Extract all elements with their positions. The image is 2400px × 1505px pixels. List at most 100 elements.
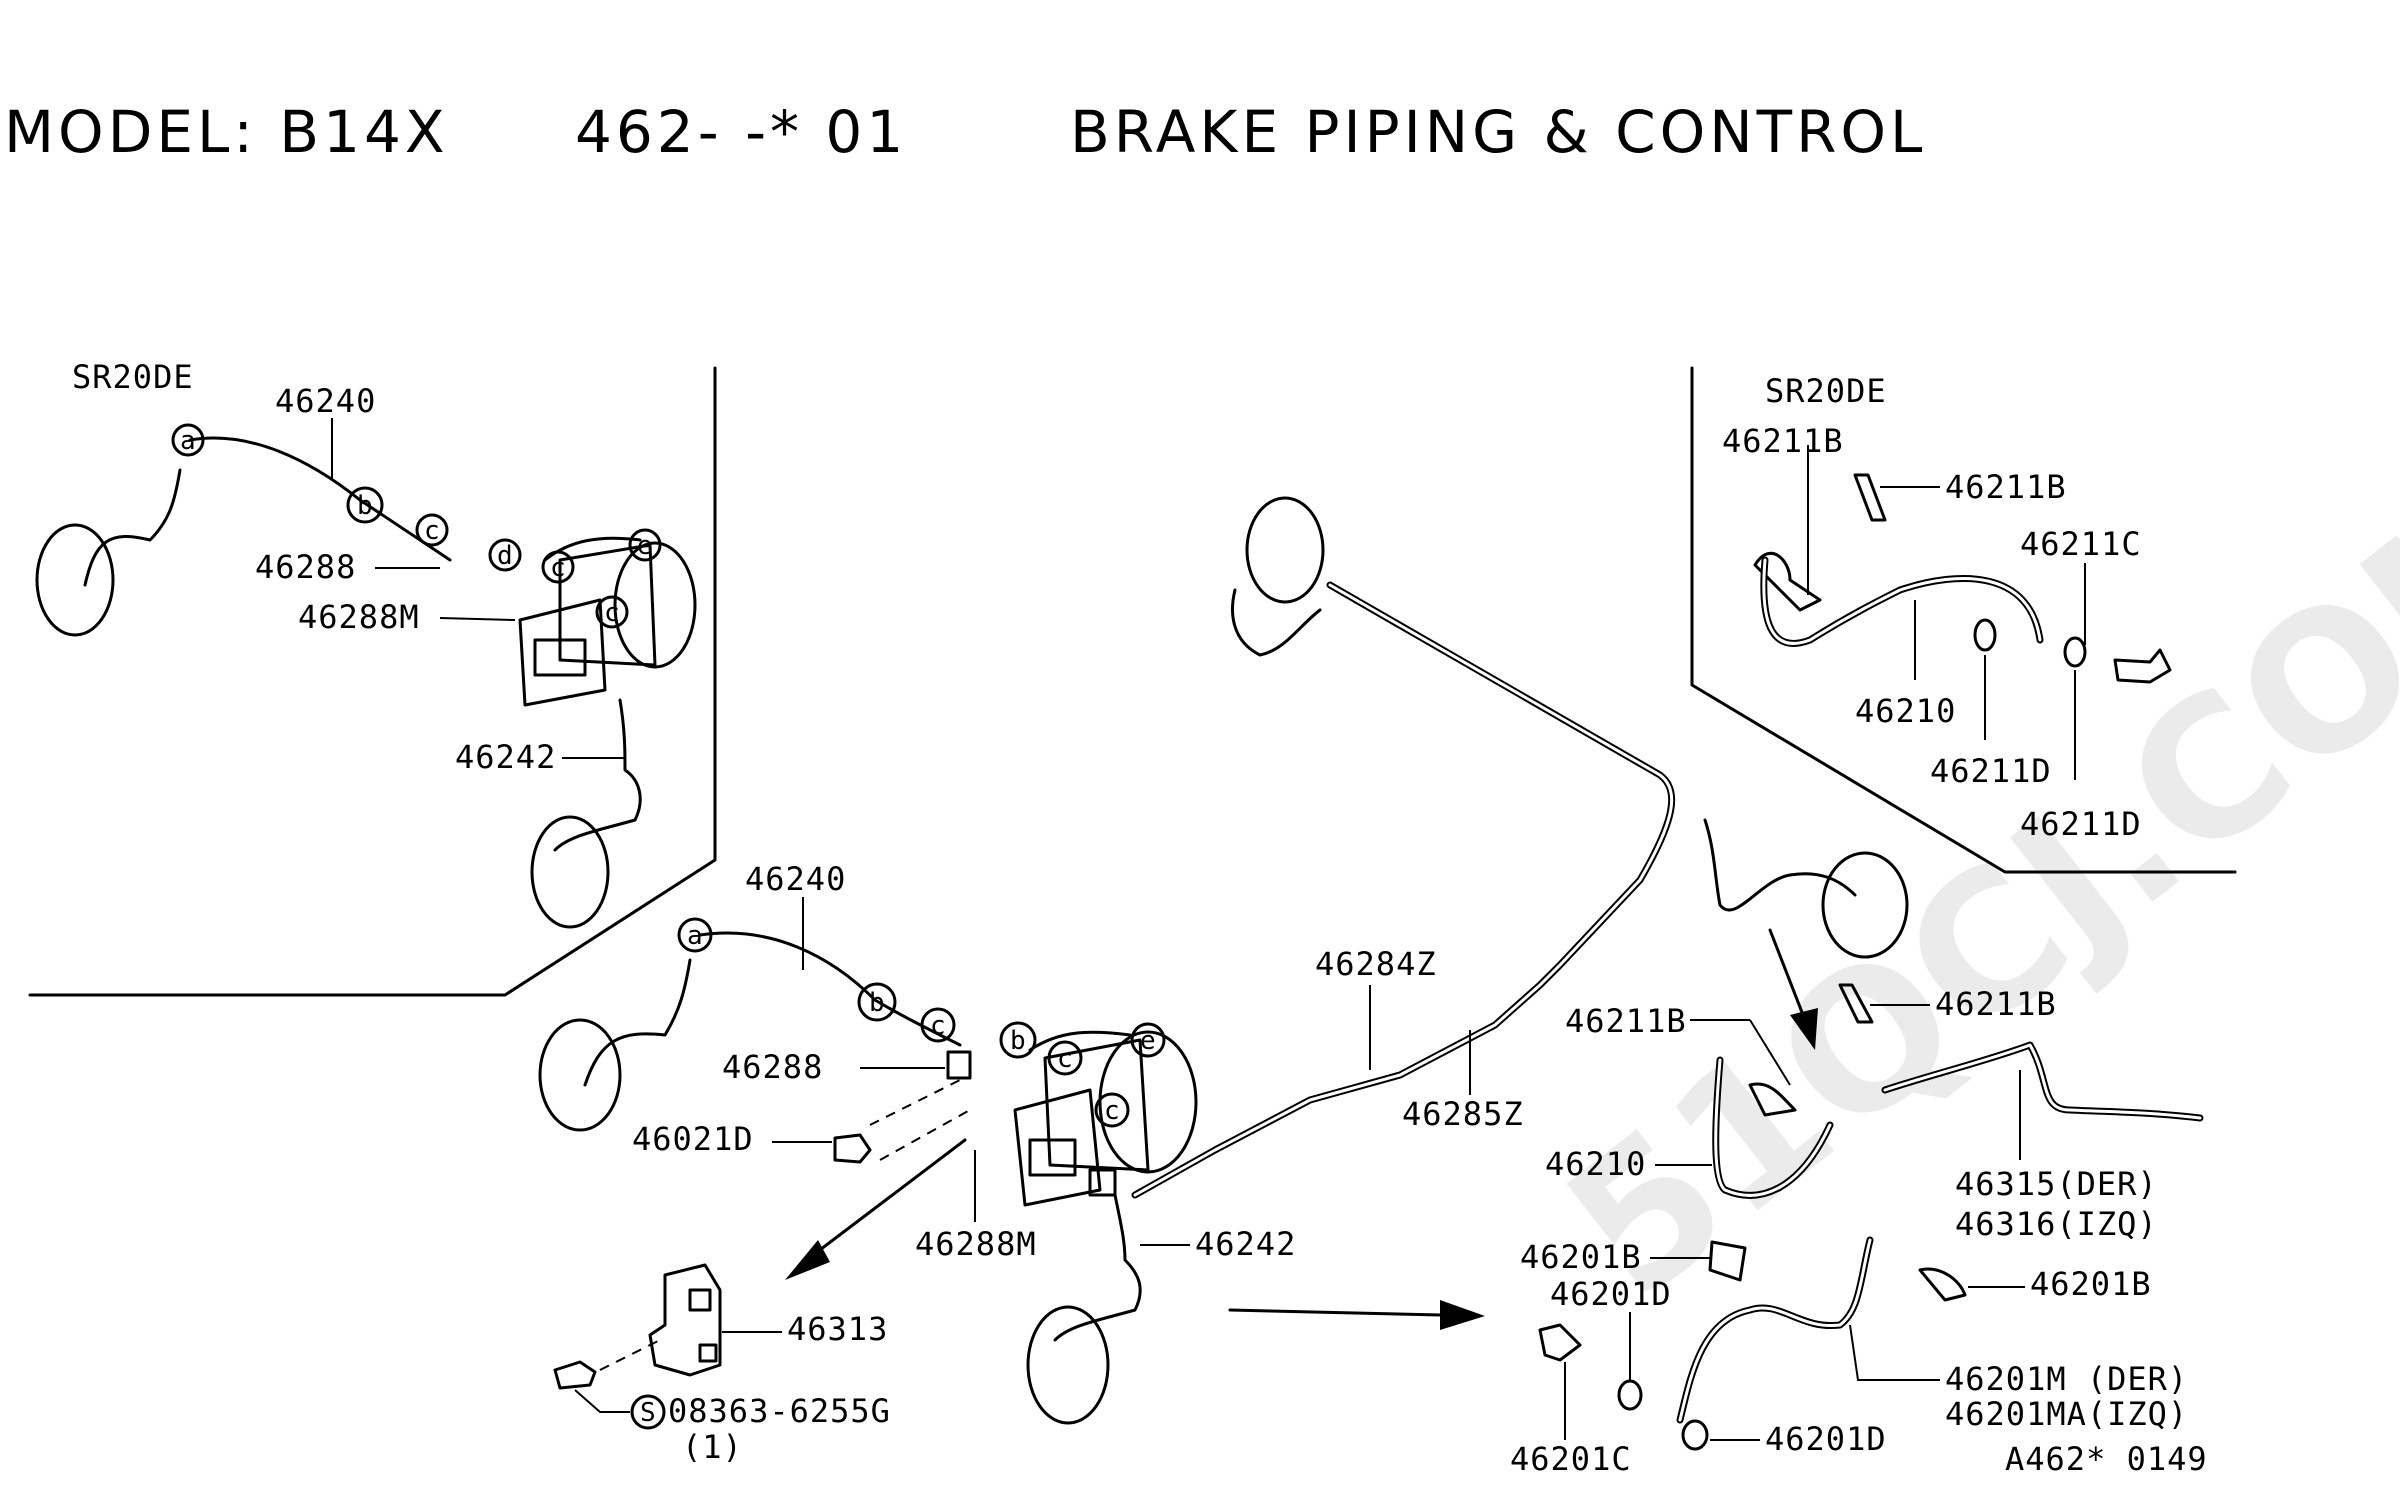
label-46242: 46242 bbox=[1195, 1225, 1296, 1263]
right-inset: SR20DE 46211B 46211B 46210 46211D 46211D… bbox=[1690, 366, 2237, 874]
label-46201D-top: 46201D bbox=[1550, 1275, 1672, 1313]
left-inset-master-cylinder bbox=[518, 536, 697, 707]
label-46284Z: 46284Z bbox=[1315, 945, 1437, 983]
master-cylinder bbox=[1013, 1030, 1198, 1207]
left-inset-front-hose bbox=[553, 818, 637, 852]
svg-text:c: c bbox=[604, 598, 620, 628]
label-46201B-right: 46201B bbox=[2030, 1265, 2152, 1303]
label-46288M: 46288M bbox=[915, 1225, 1037, 1263]
model-label: MODEL: B14X bbox=[4, 98, 449, 166]
arrow-to-46313 bbox=[785, 1138, 967, 1280]
svg-text:c: c bbox=[930, 1011, 946, 1041]
left-inset: SR20DE a b c d c e c 46240 bbox=[28, 358, 717, 997]
left-inset-callout-c3: c bbox=[595, 595, 629, 629]
rear-right-wheel bbox=[1245, 496, 1325, 604]
svg-text:e: e bbox=[1140, 1026, 1156, 1056]
svg-text:c: c bbox=[424, 516, 440, 546]
bolt-08363 bbox=[553, 1360, 597, 1390]
pipe-46242 bbox=[1053, 1193, 1142, 1342]
clip-46201B-right bbox=[1918, 1267, 1967, 1302]
right-inset-label-46211B-a: 46211B bbox=[1722, 422, 1844, 460]
left-inset-engine-label: SR20DE bbox=[72, 358, 194, 396]
label-46288: 46288 bbox=[722, 1048, 823, 1086]
right-inset-label-46211D-a: 46211D bbox=[1930, 752, 2052, 790]
section-code: 462- -* 01 bbox=[575, 98, 908, 166]
front-hoses: 46201B 46201D 46201B 46201M (DER) 46201M… bbox=[1510, 1236, 2188, 1478]
diagram-title: BRAKE PIPING & CONTROL bbox=[1070, 98, 1927, 166]
bolt-symbol-s: S bbox=[630, 1394, 666, 1430]
left-inset-label-46288: 46288 bbox=[255, 548, 356, 586]
label-46201D-bottom: 46201D bbox=[1765, 1420, 1887, 1458]
svg-text:c: c bbox=[1057, 1044, 1073, 1074]
left-inset-label-46240: 46240 bbox=[275, 382, 376, 420]
right-inset-bolt bbox=[2113, 648, 2172, 684]
svg-text:S: S bbox=[640, 1398, 656, 1428]
svg-text:b: b bbox=[869, 988, 885, 1018]
left-inset-label-46288M: 46288M bbox=[298, 598, 420, 636]
main-callout-c2: c bbox=[1047, 1040, 1083, 1076]
main-callout-e: e bbox=[1130, 1022, 1166, 1058]
left-inset-front-wheel bbox=[530, 815, 610, 929]
bolt-46201C bbox=[1538, 1323, 1582, 1362]
label-bolt-qty: (1) bbox=[682, 1428, 743, 1466]
left-inset-callout-c1: c bbox=[415, 513, 449, 547]
bolt-08363-dashes bbox=[599, 1339, 661, 1371]
svg-text:c: c bbox=[1104, 1096, 1120, 1126]
label-46316: 46316(IZQ) bbox=[1955, 1205, 2158, 1243]
label-46201C: 46201C bbox=[1510, 1440, 1632, 1478]
label-46210: 46210 bbox=[1545, 1145, 1646, 1183]
right-inset-engine-label: SR20DE bbox=[1765, 372, 1887, 410]
arrow-to-rear-hoses bbox=[1768, 928, 1818, 1050]
label-46285Z: 46285Z bbox=[1402, 1095, 1524, 1133]
clip-46211B-right bbox=[1838, 983, 1874, 1024]
left-inset-callout-b: b bbox=[346, 486, 384, 524]
right-inset-label-46211C: 46211C bbox=[2020, 525, 2142, 563]
main-callout-c1: c bbox=[920, 1007, 956, 1043]
left-inset-label-46242: 46242 bbox=[455, 738, 556, 776]
front-left-hose bbox=[583, 958, 692, 1087]
left-inset-rear-hose bbox=[83, 468, 182, 587]
svg-text:a: a bbox=[687, 921, 703, 951]
right-inset-border bbox=[1690, 366, 2237, 874]
rear-right-hose-bracket bbox=[1231, 588, 1322, 657]
pipe-46240 bbox=[698, 931, 962, 1047]
washer-46201D-bottom bbox=[1681, 1419, 1709, 1451]
rear-hoses: 46211B 46211B 46210 46315(DER) 46316(IZQ… bbox=[1545, 983, 2204, 1243]
label-46240: 46240 bbox=[745, 860, 846, 898]
svg-text:c: c bbox=[550, 553, 566, 583]
right-inset-washer-1 bbox=[1973, 618, 1997, 652]
arrow-to-front-hoses bbox=[1228, 1300, 1485, 1330]
right-inset-label-46210: 46210 bbox=[1855, 692, 1956, 730]
right-inset-label-46211B-b: 46211B bbox=[1945, 468, 2067, 506]
rear-left-branch-pipe bbox=[1703, 818, 1857, 912]
main-assembly: a b c b c e c bbox=[538, 496, 1909, 1466]
svg-text:b: b bbox=[1010, 1026, 1026, 1056]
front-left-wheel bbox=[538, 1018, 622, 1132]
left-inset-rear-wheel bbox=[35, 523, 115, 637]
main-callout-c3: c bbox=[1094, 1092, 1130, 1128]
right-inset-clip bbox=[1753, 551, 1822, 612]
label-46021D: 46021D bbox=[632, 1120, 754, 1158]
label-46201MA: 46201MA(IZQ) bbox=[1945, 1395, 2188, 1433]
label-bolt-code: 08363-6255G bbox=[668, 1392, 891, 1430]
svg-text:e: e bbox=[637, 531, 653, 561]
left-inset-callout-d: d bbox=[488, 538, 522, 572]
left-inset-pipe-46242 bbox=[618, 698, 642, 822]
label-46201B-left: 46201B bbox=[1520, 1238, 1642, 1276]
label-46211B-left: 46211B bbox=[1565, 1002, 1687, 1040]
svg-text:b: b bbox=[357, 491, 373, 521]
label-46201M: 46201M (DER) bbox=[1945, 1360, 2188, 1398]
left-inset-callout-a: a bbox=[171, 423, 205, 457]
right-inset-clip-2 bbox=[1853, 473, 1887, 522]
svg-text:a: a bbox=[180, 426, 196, 456]
label-46315: 46315(DER) bbox=[1955, 1165, 2158, 1203]
main-callout-b2: b bbox=[999, 1021, 1037, 1059]
right-inset-label-46211D-b: 46211D bbox=[2020, 805, 2142, 843]
label-46211B-right: 46211B bbox=[1935, 985, 2057, 1023]
valve-46288 bbox=[946, 1050, 972, 1080]
label-46313: 46313 bbox=[787, 1310, 888, 1348]
clip-46201B-left bbox=[1708, 1240, 1747, 1282]
bolt-46021D bbox=[833, 1133, 872, 1164]
left-inset-pipe-46240 bbox=[188, 436, 452, 562]
